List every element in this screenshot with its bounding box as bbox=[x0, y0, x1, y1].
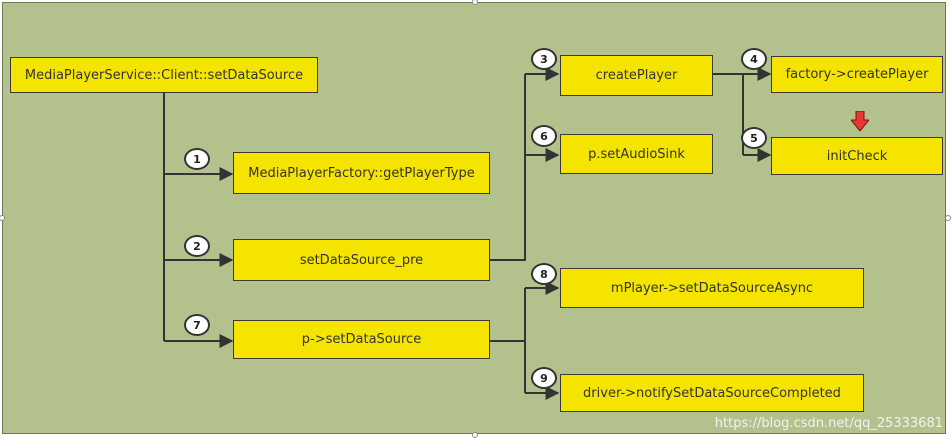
node-label: p.setAudioSink bbox=[588, 146, 685, 162]
node-set-data-source-pre[interactable]: setDataSource_pre bbox=[233, 239, 490, 281]
step-badge-4: 4 bbox=[741, 48, 767, 70]
node-label: factory->createPlayer bbox=[785, 67, 929, 82]
node-label: MediaPlayerFactory::getPlayerType bbox=[248, 165, 475, 181]
step-badge-7: 7 bbox=[184, 314, 210, 336]
node-set-audio-sink[interactable]: p.setAudioSink bbox=[560, 134, 713, 174]
node-label: createPlayer bbox=[595, 68, 678, 83]
connector-create-trunk bbox=[713, 73, 744, 155]
step-badge-9: 9 bbox=[531, 367, 557, 389]
resize-handle-top[interactable] bbox=[472, 0, 478, 5]
node-init-check[interactable]: initCheck bbox=[771, 137, 943, 175]
node-label: mPlayer->setDataSourceAsync bbox=[610, 280, 814, 296]
connector-pre-trunk bbox=[490, 74, 526, 261]
node-label: p->setDataSource bbox=[301, 332, 422, 347]
red-down-arrow-icon bbox=[851, 111, 869, 131]
node-label: MediaPlayerService::Client::setDataSourc… bbox=[24, 67, 304, 83]
node-factory-create-player[interactable]: factory->createPlayer bbox=[771, 56, 943, 93]
resize-handle-left[interactable] bbox=[0, 215, 5, 221]
node-label: initCheck bbox=[826, 148, 888, 164]
step-badge-5: 5 bbox=[741, 127, 767, 149]
connector-setds-trunk bbox=[490, 288, 526, 342]
node-p-set-data-source[interactable]: p->setDataSource bbox=[233, 320, 490, 359]
step-badge-3: 3 bbox=[531, 48, 557, 70]
watermark-text: https://blog.csdn.net/qq_25333681 bbox=[714, 416, 943, 431]
node-set-data-source-async[interactable]: mPlayer->setDataSourceAsync bbox=[560, 268, 864, 308]
step-badge-1: 1 bbox=[184, 148, 210, 170]
resize-handle-bottom[interactable] bbox=[472, 432, 478, 438]
node-notify-completed[interactable]: driver->notifySetDataSourceCompleted bbox=[560, 374, 864, 412]
node-get-player-type[interactable]: MediaPlayerFactory::getPlayerType bbox=[233, 152, 490, 194]
node-client-set-data-source[interactable]: MediaPlayerService::Client::setDataSourc… bbox=[10, 57, 318, 93]
step-badge-6: 6 bbox=[531, 125, 557, 147]
node-create-player[interactable]: createPlayer bbox=[560, 55, 713, 96]
node-label: driver->notifySetDataSourceCompleted bbox=[583, 385, 841, 401]
step-badge-2: 2 bbox=[184, 235, 210, 257]
step-badge-8: 8 bbox=[531, 263, 557, 285]
node-label: setDataSource_pre bbox=[299, 252, 424, 268]
